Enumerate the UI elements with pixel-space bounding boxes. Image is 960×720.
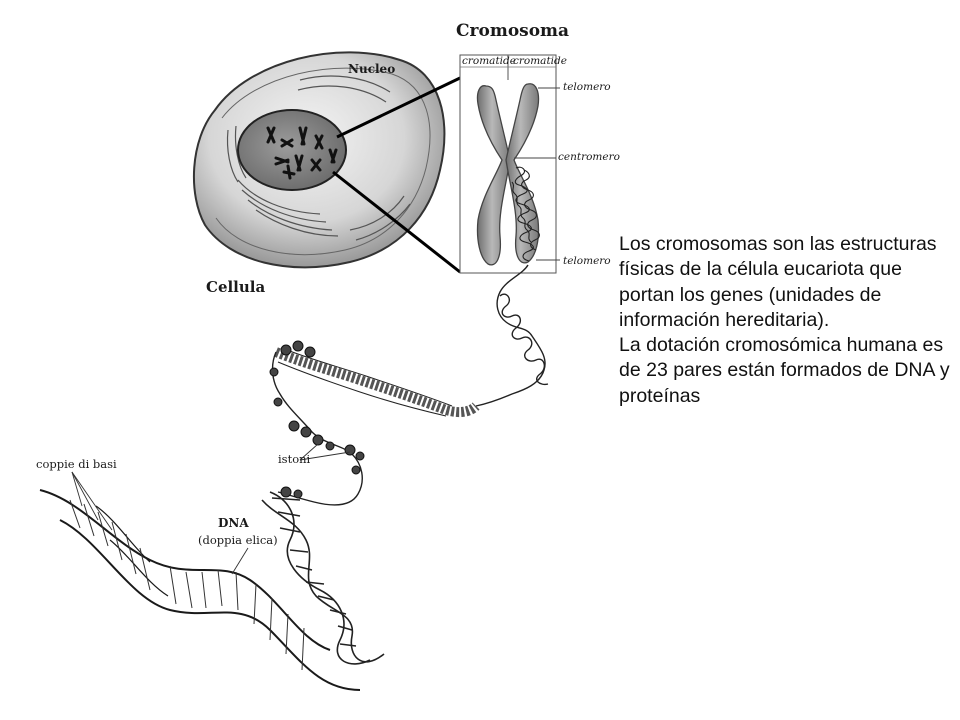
- nucleus-chromosomes: [266, 126, 338, 180]
- nucleosome-beads: [269, 340, 365, 499]
- large-helix-outer-a: [39, 489, 331, 651]
- description-text: Los cromosomas son las estructuras físic…: [619, 232, 955, 409]
- endoplasmic-reticulum: [226, 75, 411, 241]
- chromatid-right-label: cromatide: [513, 55, 567, 67]
- chromosome-title: Cromosoma: [456, 21, 570, 41]
- left-chromatid: [476, 85, 511, 266]
- dna-double-helix: [261, 491, 385, 665]
- base-pairs-leaders: [71, 471, 113, 531]
- double-helix-label: (doppia elica): [198, 533, 278, 547]
- dna-large-helix: [39, 489, 361, 691]
- helix-strand-b: [261, 499, 385, 663]
- telomere-bottom-label: telomero: [563, 255, 611, 267]
- description-paragraph-1: Los cromosomas son las estructuras físic…: [619, 233, 937, 331]
- histones-label: istoni: [278, 452, 311, 466]
- telomere-top-label: telomero: [563, 81, 611, 93]
- centromere-label: centromero: [558, 151, 620, 163]
- right-chromatid: [505, 83, 540, 264]
- base-pair-rungs: [69, 499, 305, 671]
- chromatin-coils: [511, 166, 540, 262]
- cell-label: Cellula: [206, 278, 266, 296]
- cell-drawing: [192, 51, 446, 269]
- helix-strand-a: [269, 491, 371, 665]
- dna-leader: [231, 547, 249, 575]
- large-helix-outer-b: [59, 519, 361, 691]
- dna-label: DNA: [218, 516, 249, 530]
- fiber-strand: [475, 264, 546, 407]
- chromatin-fiber: [271, 264, 549, 506]
- base-pairs-label: coppie di basi: [36, 457, 117, 471]
- chromosome-box: [459, 54, 560, 274]
- nucleus-label: Nucleo: [348, 62, 396, 76]
- chromosome-leaders: [514, 87, 560, 261]
- zoom-lines: [332, 76, 461, 274]
- chromatid-left-label: cromatide: [462, 55, 516, 67]
- solenoid: [274, 347, 480, 418]
- istoni-leaders: [299, 443, 351, 461]
- cell-inner-edge: [215, 67, 431, 256]
- description-paragraph-2: La dotación cromosómica humana es de 23 …: [619, 334, 950, 407]
- coil-loops: [499, 293, 549, 386]
